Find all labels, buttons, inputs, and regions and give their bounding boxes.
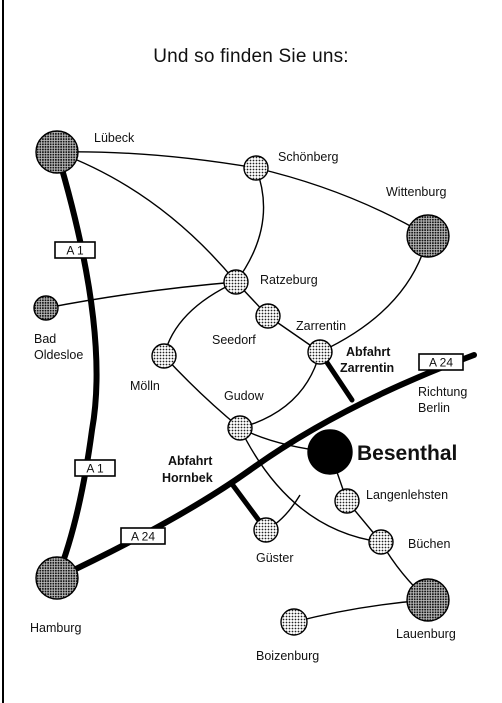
road-gudow-zarrentin — [239, 351, 321, 429]
label-hamburg: Hamburg — [30, 621, 81, 635]
town-badoldesloe — [33, 295, 59, 321]
town-schoenberg — [243, 155, 269, 181]
town-moelln — [151, 343, 177, 369]
road-luebeck-ratzeburg — [56, 151, 237, 283]
autobahns — [54, 149, 477, 581]
shield-a1-bottom: A 1 — [74, 459, 116, 477]
label-seedorf: Seedorf — [212, 333, 256, 347]
road-luebeck-schoenberg — [56, 151, 257, 169]
label-oldesloe: Oldesloe — [34, 348, 83, 362]
label-langenlehsten: Langenlehsten — [366, 488, 448, 502]
town-boizenburg — [280, 608, 308, 636]
label-schoenberg: Schönberg — [278, 150, 339, 164]
label-exit-zarrentin-1: Abfahrt — [346, 345, 391, 359]
label-lauenburg: Lauenburg — [396, 627, 456, 641]
page-edge-rule — [2, 0, 4, 703]
road-badoldesloe-ratzeburg — [45, 281, 237, 309]
label-gudow: Gudow — [224, 389, 265, 403]
town-zarrentin — [307, 339, 333, 365]
label-direction-1: Richtung — [418, 385, 467, 399]
svg-text:A 1: A 1 — [86, 462, 104, 476]
place-labels: Lübeck Schönberg Wittenburg Ratzeburg Ba… — [30, 131, 467, 663]
label-guester: Güster — [256, 551, 294, 565]
label-exit-hornbek-2: Hornbek — [162, 471, 213, 485]
town-lauenburg — [406, 578, 450, 622]
label-exit-hornbek-1: Abfahrt — [168, 454, 213, 468]
town-langenlehsten — [334, 488, 360, 514]
road-wittenburg-zarrentin — [319, 235, 429, 353]
shield-a24-left: A 24 — [120, 527, 166, 545]
road-schoenberg-ratzeburg — [235, 167, 265, 283]
town-guester — [253, 517, 279, 543]
map-title: Und so finden Sie uns: — [153, 46, 349, 67]
label-besenthal: Besenthal — [357, 442, 457, 465]
label-exit-zarrentin-2: Zarrentin — [340, 361, 394, 375]
label-zarrentin: Zarrentin — [296, 319, 346, 333]
local-roads — [45, 151, 429, 623]
label-ratzeburg: Ratzeburg — [260, 273, 318, 287]
town-besenthal — [307, 429, 353, 475]
label-direction-2: Berlin — [418, 401, 450, 415]
shield-a1-top: A 1 — [54, 241, 96, 259]
label-moelln: Mölln — [130, 379, 160, 393]
town-ratzeburg — [223, 269, 249, 295]
autobahn-shields: A 1 A 1 A 24 A 24 — [54, 241, 464, 545]
town-gudow — [227, 415, 253, 441]
label-bad: Bad — [34, 332, 56, 346]
town-buechen — [368, 529, 394, 555]
town-wittenburg — [406, 214, 450, 258]
shield-a24-right: A 24 — [418, 353, 464, 371]
autobahn-a1 — [54, 149, 100, 581]
road-gudow-buechen — [239, 427, 382, 543]
label-boizenburg: Boizenburg — [256, 649, 319, 663]
town-luebeck — [35, 130, 79, 174]
label-wittenburg: Wittenburg — [386, 185, 446, 199]
road-schoenberg-wittenburg — [255, 167, 429, 237]
svg-text:A 24: A 24 — [429, 356, 453, 370]
town-hamburg — [35, 556, 79, 600]
svg-text:A 1: A 1 — [66, 244, 84, 258]
label-buechen: Büchen — [408, 537, 450, 551]
towns — [33, 130, 450, 636]
town-seedorf — [255, 303, 281, 329]
label-luebeck: Lübeck — [94, 131, 135, 145]
svg-text:A 24: A 24 — [131, 530, 155, 544]
